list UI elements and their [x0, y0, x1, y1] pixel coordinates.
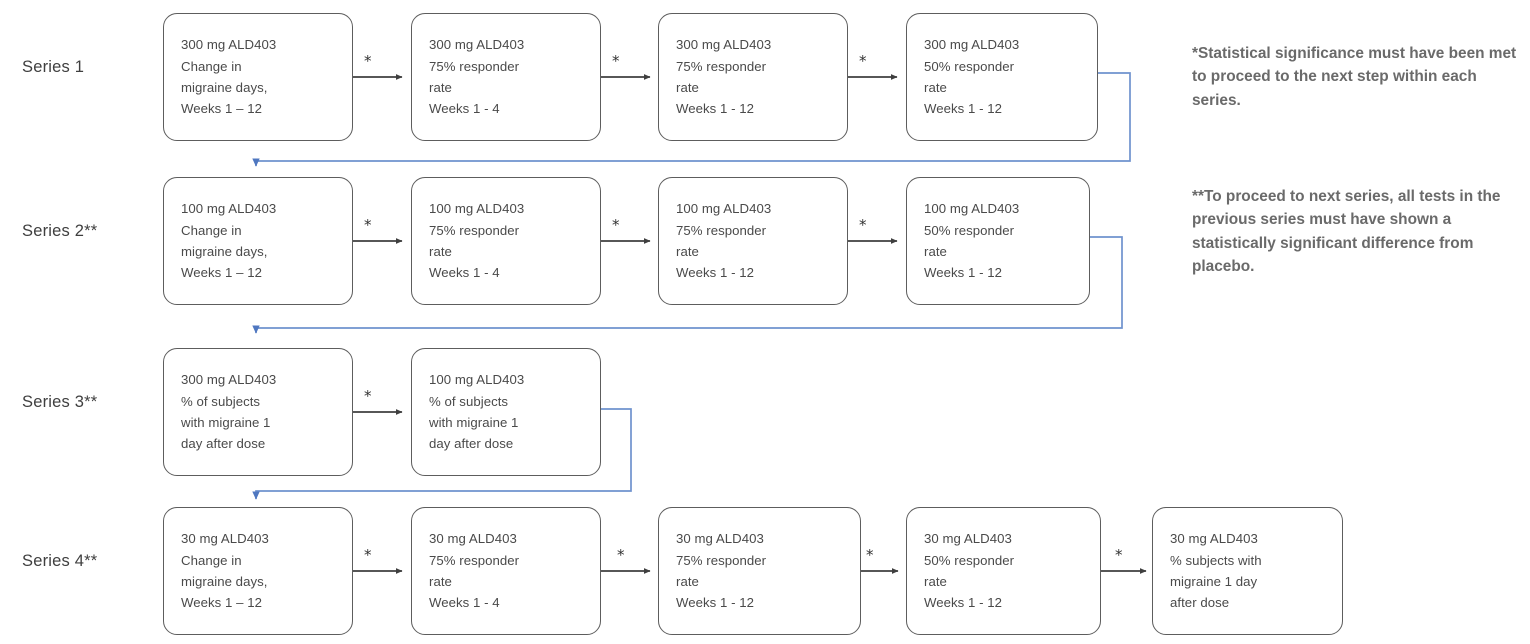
node-series4-step2[interactable]: 30 mg ALD403 75% responder rate Weeks 1 … [411, 507, 601, 635]
node-text: 100 mg ALD403 75% responder rate Weeks 1… [429, 201, 525, 281]
step-marker-asterisk: * [612, 216, 620, 234]
node-series2-step1[interactable]: 100 mg ALD403 Change in migraine days, W… [163, 177, 353, 305]
node-text: 300 mg ALD403 Change in migraine days, W… [181, 37, 277, 117]
node-series4-step3[interactable]: 30 mg ALD403 75% responder rate Weeks 1 … [658, 507, 861, 635]
series-label-3: Series 3** [22, 393, 98, 411]
step-marker-asterisk: * [859, 52, 867, 70]
node-series1-step1[interactable]: 300 mg ALD403 Change in migraine days, W… [163, 13, 353, 141]
node-series4-step4[interactable]: 30 mg ALD403 50% responder rate Weeks 1 … [906, 507, 1101, 635]
step-marker-asterisk: * [364, 546, 372, 564]
step-marker-asterisk: * [1115, 546, 1123, 564]
node-series2-step3[interactable]: 100 mg ALD403 75% responder rate Weeks 1… [658, 177, 848, 305]
node-text: 100 mg ALD403 50% responder rate Weeks 1… [924, 201, 1020, 281]
node-text: 300 mg ALD403 75% responder rate Weeks 1… [429, 37, 525, 117]
node-series2-step2[interactable]: 100 mg ALD403 75% responder rate Weeks 1… [411, 177, 601, 305]
node-text: 100 mg ALD403 Change in migraine days, W… [181, 201, 277, 281]
node-series1-step3[interactable]: 300 mg ALD403 75% responder rate Weeks 1… [658, 13, 848, 141]
node-text: 100 mg ALD403 75% responder rate Weeks 1… [676, 201, 772, 281]
note-double-asterisk: **To proceed to next series, all tests i… [1192, 188, 1501, 276]
series-label-1: Series 1 [22, 58, 85, 76]
series-label-2: Series 2** [22, 222, 98, 240]
node-series4-step1[interactable]: 30 mg ALD403 Change in migraine days, We… [163, 507, 353, 635]
node-text: 300 mg ALD403 % of subjects with migrain… [181, 372, 277, 452]
node-series4-step5[interactable]: 30 mg ALD403 % subjects with migraine 1 … [1152, 507, 1343, 635]
step-marker-asterisk: * [859, 216, 867, 234]
step-marker-asterisk: * [364, 387, 372, 405]
step-marker-asterisk: * [617, 546, 625, 564]
step-marker-asterisk: * [364, 52, 372, 70]
node-series1-step2[interactable]: 300 mg ALD403 75% responder rate Weeks 1… [411, 13, 601, 141]
note-single-asterisk: *Statistical significance must have been… [1192, 45, 1517, 109]
node-text: 30 mg ALD403 75% responder rate Weeks 1 … [676, 531, 767, 611]
node-text: 30 mg ALD403 Change in migraine days, We… [181, 531, 269, 611]
series-label-4: Series 4** [22, 552, 98, 570]
node-text: 100 mg ALD403 % of subjects with migrain… [429, 372, 525, 452]
step-marker-asterisk: * [866, 546, 874, 564]
step-marker-asterisk: * [612, 52, 620, 70]
node-text: 300 mg ALD403 50% responder rate Weeks 1… [924, 37, 1020, 117]
node-series3-step1[interactable]: 300 mg ALD403 % of subjects with migrain… [163, 348, 353, 476]
node-series1-step4[interactable]: 300 mg ALD403 50% responder rate Weeks 1… [906, 13, 1098, 141]
node-text: 30 mg ALD403 50% responder rate Weeks 1 … [924, 531, 1015, 611]
node-series2-step4[interactable]: 100 mg ALD403 50% responder rate Weeks 1… [906, 177, 1090, 305]
node-text: 30 mg ALD403 % subjects with migraine 1 … [1170, 531, 1262, 611]
node-text: 300 mg ALD403 75% responder rate Weeks 1… [676, 37, 772, 117]
node-text: 30 mg ALD403 75% responder rate Weeks 1 … [429, 531, 520, 611]
step-marker-asterisk: * [364, 216, 372, 234]
node-series3-step2[interactable]: 100 mg ALD403 % of subjects with migrain… [411, 348, 601, 476]
